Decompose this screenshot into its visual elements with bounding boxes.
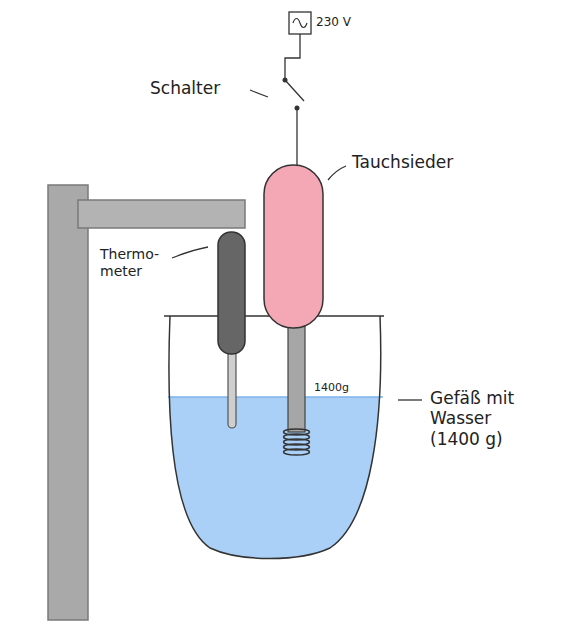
part-label: Schalter bbox=[150, 78, 220, 98]
water-surface bbox=[168, 396, 383, 398]
ac-symbol bbox=[293, 19, 307, 28]
part-label: Tauchsieder bbox=[352, 152, 453, 172]
mass-label: 1400g bbox=[314, 381, 349, 394]
wire bbox=[285, 34, 300, 78]
leader-line bbox=[328, 166, 346, 180]
stand-pole bbox=[48, 185, 88, 620]
leader-line bbox=[398, 399, 422, 400]
leader-line bbox=[172, 247, 208, 258]
wire bbox=[296, 108, 297, 165]
part-label: Thermo- meter bbox=[100, 246, 166, 280]
immersion-heater bbox=[264, 165, 323, 328]
switch-lever bbox=[285, 80, 304, 101]
voltage-label: 230 V bbox=[316, 15, 351, 29]
heater-coil bbox=[284, 429, 310, 455]
coil-winding bbox=[284, 449, 310, 455]
water bbox=[150, 397, 400, 577]
thermometer bbox=[218, 232, 245, 354]
ac-source bbox=[289, 12, 311, 34]
stand-arm bbox=[78, 200, 245, 228]
leader-line bbox=[250, 90, 268, 97]
heater-rod bbox=[288, 320, 305, 432]
part-label: Gefäß mit Wasser (1400 g) bbox=[430, 388, 542, 449]
vessel bbox=[169, 316, 381, 559]
